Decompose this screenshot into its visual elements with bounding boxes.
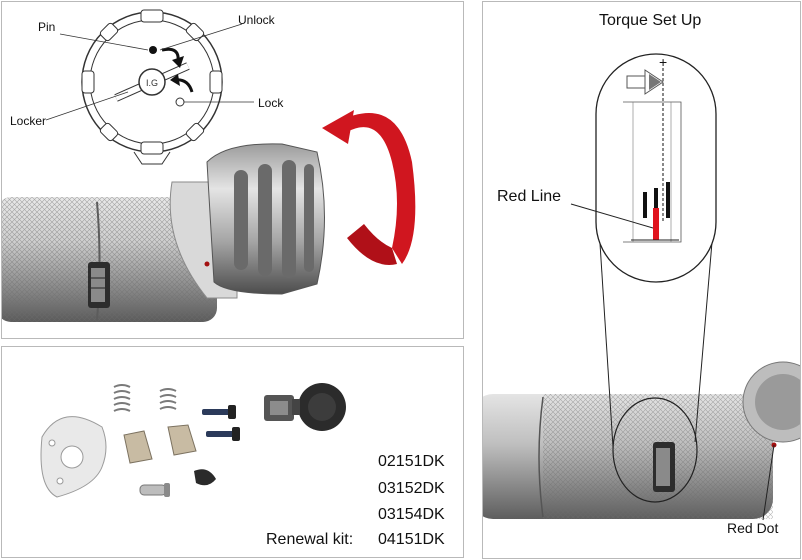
callout-unlock: Unlock (238, 13, 275, 27)
screw-upper (202, 405, 236, 419)
red-line-pointer (570, 203, 654, 229)
part-number-1: 02151DK (378, 453, 445, 470)
retaining-clip (194, 469, 216, 486)
callout-pin: Pin (38, 20, 56, 34)
red-line-indicator (653, 208, 659, 240)
lock-detail-view: I.G (81, 9, 223, 165)
spring-left (113, 384, 131, 412)
adjustment-illustration: 100 120 140 (2, 9, 416, 322)
lock-dot (175, 97, 185, 107)
kit-parts-illustration (40, 383, 346, 498)
red-dot-label: Red Dot (727, 520, 779, 536)
spring-right (159, 388, 177, 410)
scale-bar-2 (654, 188, 658, 218)
adjustment-panel: 100 120 140 (1, 1, 464, 339)
part-number-3: 03154DK (378, 506, 445, 523)
plus-sign: + (659, 54, 668, 70)
ratchet-square-drive (264, 383, 346, 431)
pawl-right (167, 424, 197, 456)
pawl-left (123, 430, 153, 464)
zoom-line-left (597, 211, 614, 448)
wrench-handle-setup (483, 361, 800, 519)
wrench-handle (2, 197, 217, 322)
torque-setup-illustration (483, 53, 800, 521)
part-number-2: 03152DK (378, 480, 445, 497)
zoom-capsule (595, 53, 717, 283)
release-pin (139, 483, 170, 497)
direction-arrow (626, 69, 664, 95)
rotation-arrow (322, 110, 416, 265)
adjustment-knob (206, 143, 325, 295)
scale-bar-1 (643, 192, 647, 218)
part-number-4: 04151DK (378, 531, 445, 548)
red-line-label: Red Line (497, 188, 562, 205)
callout-lines (45, 23, 254, 121)
setup-title: Torque Set Up (599, 12, 702, 29)
callout-locker: Locker (10, 114, 47, 128)
renewal-kit-panel: 02151DK 03152DK 03154DK Renewal kit: 041… (1, 346, 464, 558)
callout-lock: Lock (258, 96, 284, 110)
emblem-text: I.G (146, 78, 158, 88)
torque-setup-panel: Torque Set Up + Red Line Red Dot (482, 1, 801, 559)
pin-dot (149, 46, 157, 54)
red-dot-pointer (762, 444, 775, 521)
scale-bar-3 (666, 182, 670, 218)
screw-lower (206, 427, 240, 441)
magnifier-ring (612, 397, 698, 503)
renewal-kit-label: Renewal kit: (266, 531, 354, 548)
